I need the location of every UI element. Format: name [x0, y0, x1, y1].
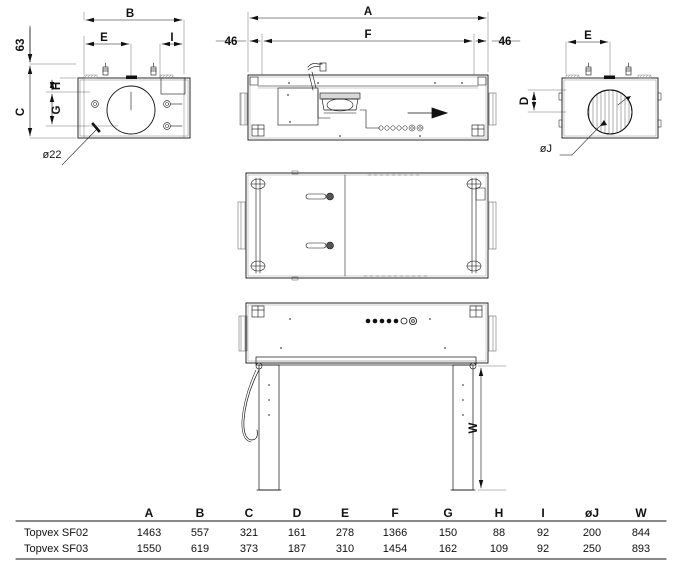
dim-label-B: B: [126, 8, 134, 20]
dim-label-E-left: E: [100, 32, 108, 44]
dim-label-W: W: [468, 422, 480, 433]
dim-label-46-left: 46: [225, 36, 238, 48]
dim-label-63: 63: [15, 39, 27, 52]
table-header-F: F: [391, 506, 398, 520]
table-cell-C: 321: [240, 527, 258, 539]
table-header-row: A B C D E F G H I øJ W: [145, 506, 648, 520]
spec-table-rules: [15, 520, 667, 560]
table-cell-H: 88: [493, 527, 505, 539]
callout-label-dJ: øJ: [540, 143, 552, 155]
table-row: Topvex SF02 1463 557 321 161 278 1366 15…: [24, 527, 650, 539]
table-cell-H: 109: [490, 543, 508, 555]
table-cell-W: 844: [632, 527, 650, 539]
view-top-plan: [237, 170, 497, 281]
table-cell-E: 278: [336, 527, 354, 539]
view-main-side-section: [215, 11, 521, 141]
table-cell-W: 893: [632, 543, 650, 555]
table-cell-B: 619: [191, 543, 209, 555]
table-cell-I: 92: [537, 543, 549, 555]
dim-label-D: D: [519, 97, 531, 105]
table-cell-F: 1454: [383, 543, 407, 555]
dim-label-46-right: 46: [499, 36, 512, 48]
table-header-I: I: [541, 506, 544, 520]
dim-label-G: G: [51, 105, 63, 114]
dim-label-H: H: [51, 82, 63, 90]
table-header-B: B: [196, 506, 205, 520]
table-cell-G: 150: [439, 527, 457, 539]
table-cell-E: 310: [336, 543, 354, 555]
table-cell-B: 557: [191, 527, 209, 539]
dimension-label-layer: B E I 63 C H G ø22 A F 46 46 E D øJ W: [15, 6, 592, 433]
table-header-D: D: [293, 506, 302, 520]
table-header-E: E: [341, 506, 349, 520]
table-cell-model: Topvex SF02: [24, 527, 88, 539]
table-header-G: G: [443, 506, 452, 520]
table-cell-I: 92: [537, 527, 549, 539]
callout-label-d22: ø22: [43, 149, 62, 161]
dim-label-E-right: E: [584, 30, 592, 42]
view-right-end: [527, 39, 662, 156]
table-row: Topvex SF03 1550 619 373 187 310 1454 16…: [24, 543, 650, 555]
table-cell-G: 162: [439, 543, 457, 555]
table-header-W: W: [635, 506, 647, 520]
table-cell-A: 1463: [137, 527, 161, 539]
table-header-H: H: [495, 506, 504, 520]
table-cell-oJ: 200: [583, 527, 601, 539]
table-cell-D: 161: [288, 527, 306, 539]
table-header-C: C: [245, 506, 254, 520]
view-bottom-front-stand: [238, 302, 507, 491]
table-header-oJ: øJ: [585, 506, 599, 520]
table-cell-F: 1366: [383, 527, 407, 539]
table-cell-A: 1550: [137, 543, 161, 555]
table-header-A: A: [145, 506, 154, 520]
dim-label-C: C: [15, 108, 27, 116]
table-cell-oJ: 250: [583, 543, 601, 555]
view-left-end: [27, 11, 191, 166]
dim-label-A: A: [364, 6, 372, 18]
table-cell-C: 373: [240, 543, 258, 555]
table-cell-model: Topvex SF03: [24, 543, 88, 555]
table-cell-D: 187: [288, 543, 306, 555]
dim-label-I: I: [170, 32, 173, 44]
spec-table: A B C D E F G H I øJ W Topvex SF02 1463 …: [24, 506, 650, 555]
dim-label-F: F: [364, 29, 371, 41]
